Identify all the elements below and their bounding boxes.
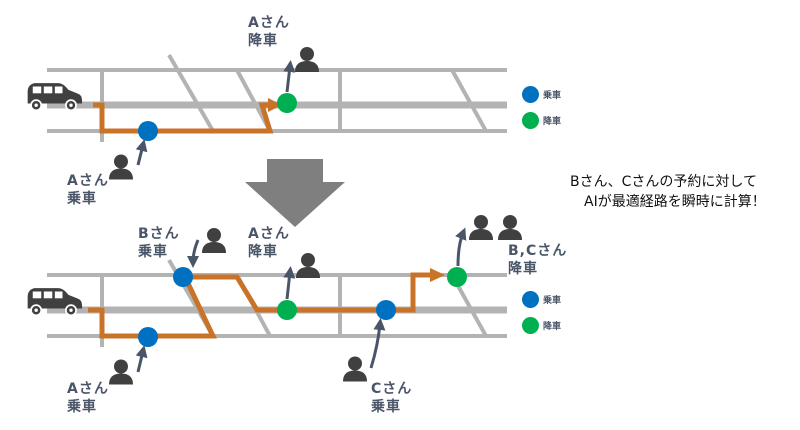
label-a-pickup-bottom: Aさん 乗車	[67, 380, 109, 416]
label-line: Aさん	[67, 381, 109, 397]
legend-pickup: 乗車	[522, 86, 561, 103]
legend-top: 乗車 降車	[522, 86, 561, 129]
pickup-point-a	[138, 121, 158, 141]
legend-bottom: 乗車 降車	[522, 291, 561, 334]
dropoff-point-a	[277, 93, 297, 113]
pickup-dot-icon	[522, 86, 539, 103]
label-line: 降車	[248, 244, 278, 260]
label-a-dropoff-bottom: Aさん 降車	[248, 225, 290, 261]
road	[167, 53, 215, 133]
legend-dropoff: 降車	[522, 317, 561, 334]
caption: Bさん、Cさんの予約に対して AIが最適経路を瞬時に計算！	[570, 172, 766, 212]
label-line: 乗車	[67, 191, 97, 207]
dropoff-arrow	[283, 60, 296, 93]
route-arrowhead	[268, 98, 282, 112]
dropoff-point-a	[277, 300, 297, 320]
pickup-arrow	[369, 318, 386, 369]
dropoff-dot-icon	[522, 112, 539, 129]
person-icon	[296, 253, 320, 278]
label-c-pickup: Cさん 乗車	[371, 380, 412, 416]
label-line: Bさん	[138, 226, 180, 242]
legend-dropoff: 降車	[522, 112, 561, 129]
route-top	[93, 102, 275, 134]
dropoff-arrow	[283, 266, 296, 300]
person-icon	[343, 356, 367, 382]
person-icon	[469, 215, 493, 240]
label-line: Aさん	[67, 173, 109, 189]
person-icon	[498, 215, 522, 240]
label-line: 乗車	[67, 399, 97, 415]
legend-pickup: 乗車	[522, 291, 561, 308]
label-line: 降車	[508, 261, 538, 277]
label-a-dropoff-top: Aさん 降車	[248, 14, 290, 50]
pickup-arrow	[135, 345, 148, 373]
person-icon	[109, 359, 133, 385]
route-bottom	[88, 272, 432, 339]
pickup-arrow	[187, 239, 200, 268]
person-icon	[295, 47, 319, 72]
legend-pickup-label: 乗車	[543, 91, 562, 101]
pickup-arrow	[135, 139, 148, 166]
person-icon	[202, 228, 226, 253]
down-arrow-icon	[245, 159, 345, 227]
dropoff-arrow	[455, 227, 467, 267]
label-a-pickup-top: Aさん 乗車	[67, 172, 109, 208]
label-b-pickup: Bさん 乗車	[138, 225, 180, 261]
label-line: 乗車	[138, 244, 168, 260]
label-bc-dropoff: B,Cさん 降車	[508, 242, 567, 278]
pickup-point-c	[376, 300, 396, 320]
label-line: B,Cさん	[508, 243, 568, 259]
label-line: 乗車	[371, 399, 401, 415]
pickup-point-a	[138, 327, 158, 347]
label-line: Cさん	[371, 381, 413, 397]
person-icon	[109, 154, 133, 180]
dropoff-dot-icon	[522, 317, 539, 334]
road	[450, 69, 488, 132]
route-arrowhead	[430, 268, 445, 282]
legend-pickup-label: 乗車	[543, 296, 562, 306]
dropoff-point-bc	[447, 267, 467, 287]
legend-dropoff-label: 降車	[543, 117, 562, 127]
label-line: Aさん	[248, 226, 290, 242]
pickup-point-b	[173, 267, 193, 287]
legend-dropoff-label: 降車	[543, 322, 562, 332]
caption-line-2: AIが最適経路を瞬時に計算！	[584, 194, 766, 210]
pickup-dot-icon	[522, 291, 539, 308]
label-line: Aさん	[248, 15, 290, 31]
label-line: 降車	[248, 33, 278, 49]
caption-line-1: Bさん、Cさんの予約に対して	[570, 174, 757, 190]
